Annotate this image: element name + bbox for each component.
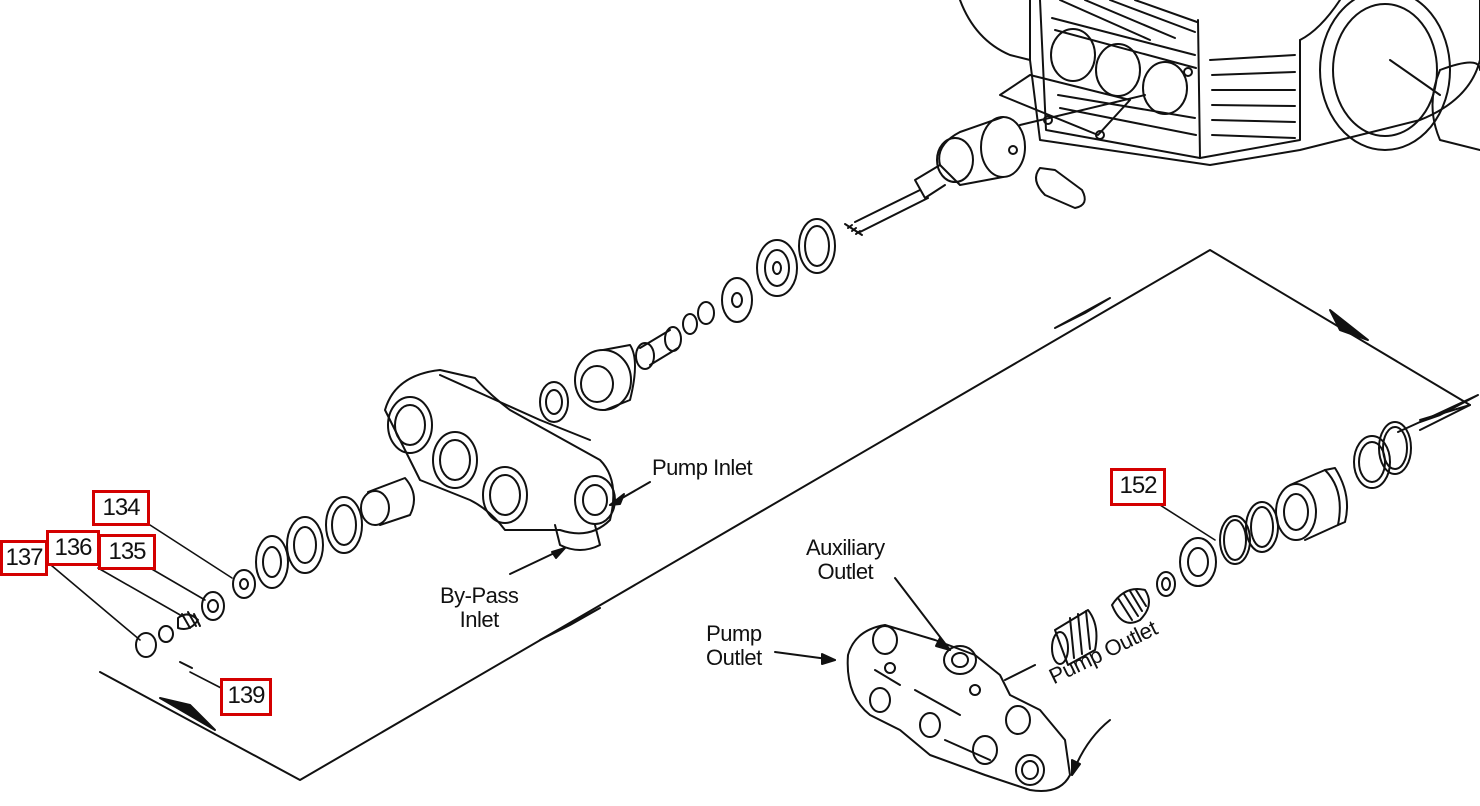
callout-134: 134 (92, 490, 150, 526)
flow-path (99, 249, 1479, 781)
by-pass-inlet-label: By-Pass Inlet (440, 583, 519, 632)
callout-137: 137 (0, 540, 48, 576)
auxiliary-outlet-label: Auxiliary Outlet (806, 536, 885, 584)
plunger-assembly (844, 116, 1086, 236)
auxiliary-outlet-line2: Outlet (817, 559, 874, 584)
manifold-block (384, 369, 616, 551)
outlet-manifold (846, 624, 1071, 792)
by-pass-inlet-line2: Inlet (459, 607, 500, 632)
auxiliary-outlet-line1: Auxiliary (806, 535, 885, 560)
callout-135: 135 (98, 534, 156, 570)
pump-outlet-left-line2: Outlet (706, 645, 762, 670)
seal-stack-lower (135, 477, 415, 669)
pump-inlet-label: Pump Inlet (652, 455, 753, 480)
seal-stack-upper (539, 218, 836, 423)
crankcase-housing (959, 0, 1480, 166)
callout-152: 152 (1110, 468, 1166, 506)
callout-136: 136 (46, 530, 100, 566)
label-pointers (509, 481, 1111, 776)
by-pass-inlet-line1: By-Pass (440, 583, 519, 608)
callout-139: 139 (220, 678, 272, 716)
unloader-parts (1051, 421, 1412, 666)
callout-leaders-left (44, 524, 233, 691)
pump-outlet-left-line1: Pump (706, 621, 762, 646)
pump-outlet-left-label: Pump Outlet (706, 622, 762, 670)
